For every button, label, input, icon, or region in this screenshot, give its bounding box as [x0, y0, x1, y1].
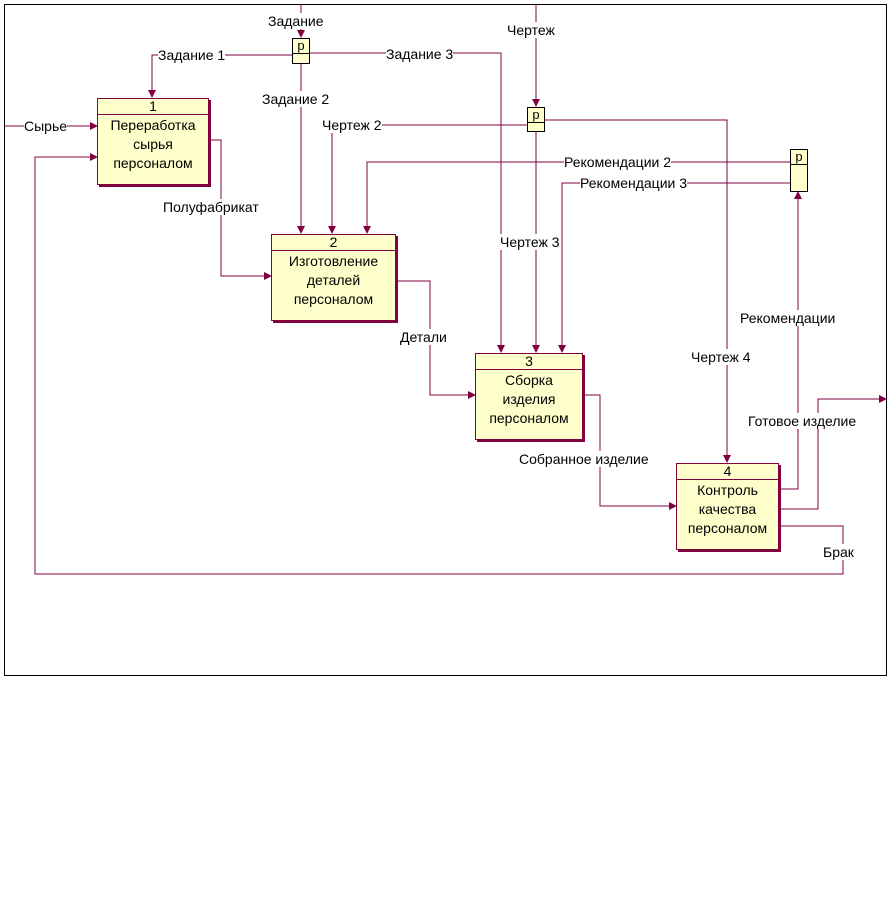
- label-recommendations2: Рекомендации 2: [564, 154, 672, 170]
- arrow-recommendations3: [558, 182, 790, 353]
- label-drawing4: Чертеж 4: [691, 349, 751, 365]
- label-defect: Брак: [823, 544, 854, 560]
- activity-number: 1: [98, 99, 208, 115]
- activity-title-line: персоналом: [687, 520, 768, 536]
- label-drawing3: Чертеж 3: [500, 234, 560, 250]
- label-assembled: Собранное изделие: [519, 451, 649, 467]
- label-semi: Полуфабрикат: [163, 199, 259, 215]
- activity-title-line: сырья: [133, 136, 173, 152]
- activity-title-line: персоналом: [113, 155, 193, 171]
- activity-title-line: Переработка: [110, 117, 196, 133]
- activity-number: 2: [272, 235, 395, 251]
- label-task2: Задание 2: [262, 91, 330, 107]
- arrow-recommendations: [778, 191, 802, 490]
- tunnel-p-label: p: [791, 150, 807, 165]
- arrow-drawing2: [328, 124, 528, 234]
- tunnel-p-label: p: [293, 39, 309, 54]
- label-finished: Готовое изделие: [748, 413, 857, 429]
- activity-number: 3: [476, 354, 582, 370]
- activity-title-line: Изготовление: [288, 253, 379, 269]
- arrow-assembled: [582, 394, 677, 510]
- arrow-task1: [148, 54, 292, 98]
- label-recommendations3: Рекомендации 3: [580, 175, 688, 191]
- diagram-frame: [4, 4, 887, 676]
- tunnel-recommendations: p: [790, 149, 808, 192]
- label-parts: Детали: [400, 329, 447, 345]
- arrow-defect: [34, 153, 844, 575]
- activity-title-line: качества: [698, 501, 757, 517]
- activity-box-3[interactable]: 3 Сборка изделия персоналом: [475, 353, 583, 440]
- tunnel-p-label: p: [528, 108, 544, 123]
- activity-title-line: персоналом: [489, 410, 569, 426]
- activity-title-line: изделия: [502, 391, 556, 407]
- label-recommendations: Рекомендации: [740, 310, 836, 326]
- activity-box-1[interactable]: 1 Переработка сырья персоналом: [97, 98, 209, 185]
- activity-title-line: деталей: [306, 272, 361, 288]
- arrow-task3: [309, 52, 505, 353]
- arrow-drawing4: [543, 119, 731, 463]
- label-task3: Задание 3: [386, 46, 454, 62]
- activity-box-2[interactable]: 2 Изготовление деталей персоналом: [271, 234, 396, 321]
- activity-title-line: Контроль: [697, 482, 758, 498]
- activity-box-4[interactable]: 4 Контроль качества персоналом: [676, 463, 779, 550]
- tunnel-task: p: [292, 38, 310, 64]
- label-task1: Задание 1: [158, 47, 226, 63]
- activity-title-line: Сборка: [505, 372, 553, 388]
- arrow-finished: [778, 395, 887, 510]
- label-task: Задание: [268, 13, 324, 29]
- activity-number: 4: [677, 464, 778, 480]
- label-raw: Сырье: [24, 118, 68, 134]
- activity-title-line: персоналом: [293, 291, 374, 307]
- tunnel-drawing: p: [527, 107, 545, 132]
- label-drawing2: Чертеж 2: [322, 117, 382, 133]
- label-drawing: Чертеж: [507, 22, 555, 38]
